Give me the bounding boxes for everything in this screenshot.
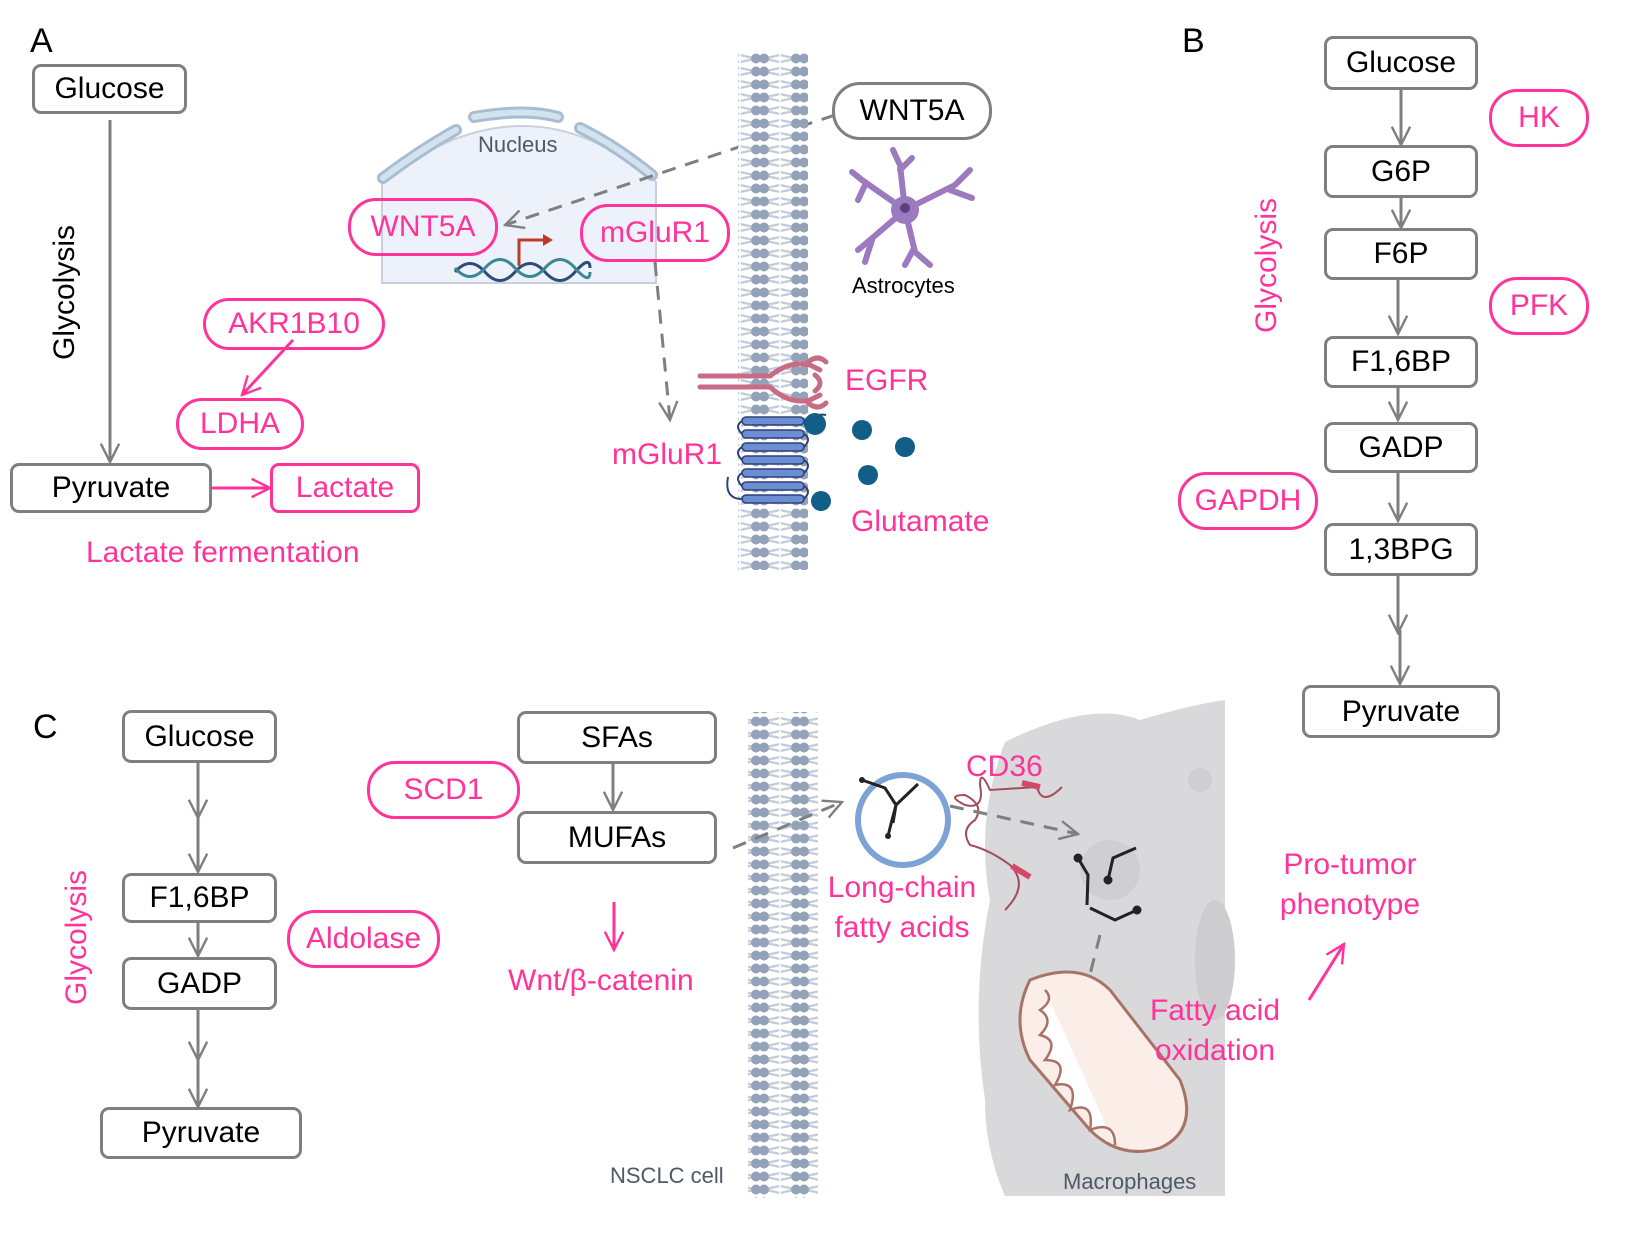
node-pyruvate-a: Pyruvate (10, 463, 212, 513)
astrocyte-icon (849, 147, 975, 268)
mglur1-receptor-icon (726, 413, 827, 504)
enzyme-aldolase: Aldolase (287, 910, 440, 968)
node-glucose-a: Glucose (32, 64, 187, 114)
dashed-arrow-cd36-uptake (949, 804, 1078, 834)
astrocytes-label: Astrocytes (852, 273, 955, 298)
fatty-acid-chains-icon (1073, 846, 1142, 922)
dna-helix-icon (453, 234, 592, 282)
cd36-label: CD36 (966, 750, 1043, 783)
nsclc-cell-label: NSCLC cell (610, 1163, 724, 1188)
node-sfas: SFAs (517, 711, 717, 764)
enzyme-scd1: SCD1 (367, 761, 520, 819)
egfr-receptor-icon (697, 355, 829, 410)
enzyme-akr1b10: AKR1B10 (203, 298, 385, 350)
fao-label-line2: oxidation (1154, 1034, 1276, 1067)
lipid-vesicle-icon (855, 772, 951, 868)
node-glucose-b: Glucose (1324, 36, 1478, 90)
node-lactate: Lactate (270, 463, 420, 513)
wnt-beta-catenin-label: Wnt/β-catenin (508, 964, 694, 997)
dashed-arrow-mglur1-translocation (653, 261, 670, 420)
dashed-arrow-mufas-to-lcfa (732, 802, 842, 850)
glycolysis-label-c: Glycolysis (60, 869, 93, 1005)
node-gadp-b: GADP (1324, 422, 1478, 473)
glycolysis-label-b: Glycolysis (1250, 197, 1283, 333)
lcfa-label-line2: fatty acids (834, 911, 970, 944)
panel-letter-c: C (33, 708, 58, 746)
cell-membrane-c (748, 712, 818, 1198)
nucleus-label: Nucleus (478, 132, 558, 157)
enzyme-hk: HK (1489, 89, 1589, 147)
node-glucose-c: Glucose (122, 710, 277, 763)
node-gadp-c: GADP (122, 957, 277, 1010)
wnt5a-astrocyte: WNT5A (832, 82, 992, 140)
mglur1-membrane-label: mGluR1 (612, 438, 723, 471)
cd36-receptor-icon (954, 776, 1063, 911)
pro-tumor-label-line2: phenotype (1279, 888, 1421, 921)
enzyme-pfk: PFK (1489, 277, 1589, 335)
enzyme-gapdh: GAPDH (1178, 472, 1318, 530)
fao-label-line1: Fatty acid (1149, 994, 1281, 1027)
panel-letter-b: B (1182, 22, 1205, 60)
node-pyruvate-b: Pyruvate (1302, 685, 1500, 738)
node-mufas: MUFAs (517, 811, 717, 864)
glutamate-label: Glutamate (851, 505, 990, 538)
pro-tumor-label-line1: Pro-tumor (1283, 848, 1417, 881)
lactate-fermentation-label: Lactate fermentation (86, 536, 360, 569)
node-13bpg: 1,3BPG (1324, 523, 1478, 576)
glycolysis-label-a: Glycolysis (48, 224, 81, 360)
arrow-fao-to-pro-tumor (1307, 944, 1344, 1001)
node-f6p: F6P (1324, 228, 1478, 280)
mglur1-nuclear: mGluR1 (580, 204, 730, 262)
egfr-label: EGFR (845, 364, 929, 397)
mitochondria-icon (1018, 970, 1189, 1153)
panel-letter-a: A (30, 22, 53, 60)
node-f16bp-b: F1,6BP (1324, 336, 1478, 388)
node-f16bp-c: F1,6BP (122, 873, 277, 923)
glutamate-molecules-icon (804, 413, 915, 511)
cell-membrane-a (738, 52, 808, 570)
node-g6p: G6P (1324, 145, 1478, 198)
macrophages-label: Macrophages (1063, 1169, 1197, 1194)
node-pyruvate-c: Pyruvate (100, 1107, 302, 1159)
lcfa-label-line1: Long-chain (827, 871, 977, 904)
enzyme-ldha: LDHA (176, 398, 304, 450)
wnt5a-nuclear: WNT5A (348, 198, 498, 256)
